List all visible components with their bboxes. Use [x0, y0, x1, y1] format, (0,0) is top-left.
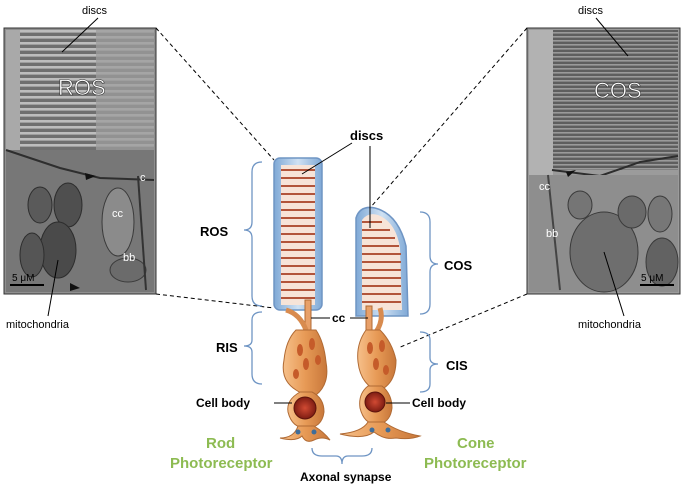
rod-caption-line1: Rod — [206, 435, 235, 452]
left-em-c-label: c — [140, 172, 146, 184]
right-em-cos-label: COS — [594, 78, 642, 103]
left-em-cc-label: cc — [112, 208, 124, 220]
cone-caption-line2: Photoreceptor — [424, 455, 527, 472]
cone-caption-line1: Cone — [457, 435, 495, 452]
cos-bracket — [419, 211, 439, 315]
axonal-synapse-bracket — [311, 447, 373, 465]
ros-label: ROS — [200, 224, 229, 239]
right-em-discs-label: discs — [578, 5, 604, 17]
cis-label: CIS — [446, 358, 468, 373]
left-em-scale-label: 5 μM — [12, 273, 34, 284]
center-discs-label: discs — [350, 128, 383, 143]
left-em-ros-label: ROS — [58, 75, 106, 100]
cos-label: COS — [444, 258, 473, 273]
ros-bracket — [243, 161, 263, 307]
left-em-micrograph — [3, 27, 157, 295]
cell-body-left-label: Cell body — [196, 396, 250, 410]
rod-caption-line2: Photoreceptor — [170, 455, 273, 472]
cis-bracket — [419, 331, 439, 393]
right-em-bb-label: bb — [546, 228, 558, 240]
right-mitochondria-label: mitochondria — [578, 319, 642, 331]
ris-bracket — [243, 311, 263, 385]
rod-photoreceptor — [273, 157, 331, 442]
right-em-cc-label: cc — [539, 181, 551, 193]
axonal-synapse-label: Axonal synapse — [300, 470, 392, 484]
right-em-scale-label: 5 μM — [641, 273, 663, 284]
cc-label: cc — [332, 311, 346, 325]
cell-body-right-label: Cell body — [412, 396, 466, 410]
left-em-bb-label: bb — [123, 252, 135, 264]
left-mitochondria-label: mitochondria — [6, 319, 70, 331]
ris-label: RIS — [216, 340, 238, 355]
cone-photoreceptor — [339, 206, 422, 440]
right-em-micrograph — [526, 27, 681, 295]
zoom-connectors — [155, 27, 528, 349]
left-em-discs-label: discs — [82, 5, 108, 17]
